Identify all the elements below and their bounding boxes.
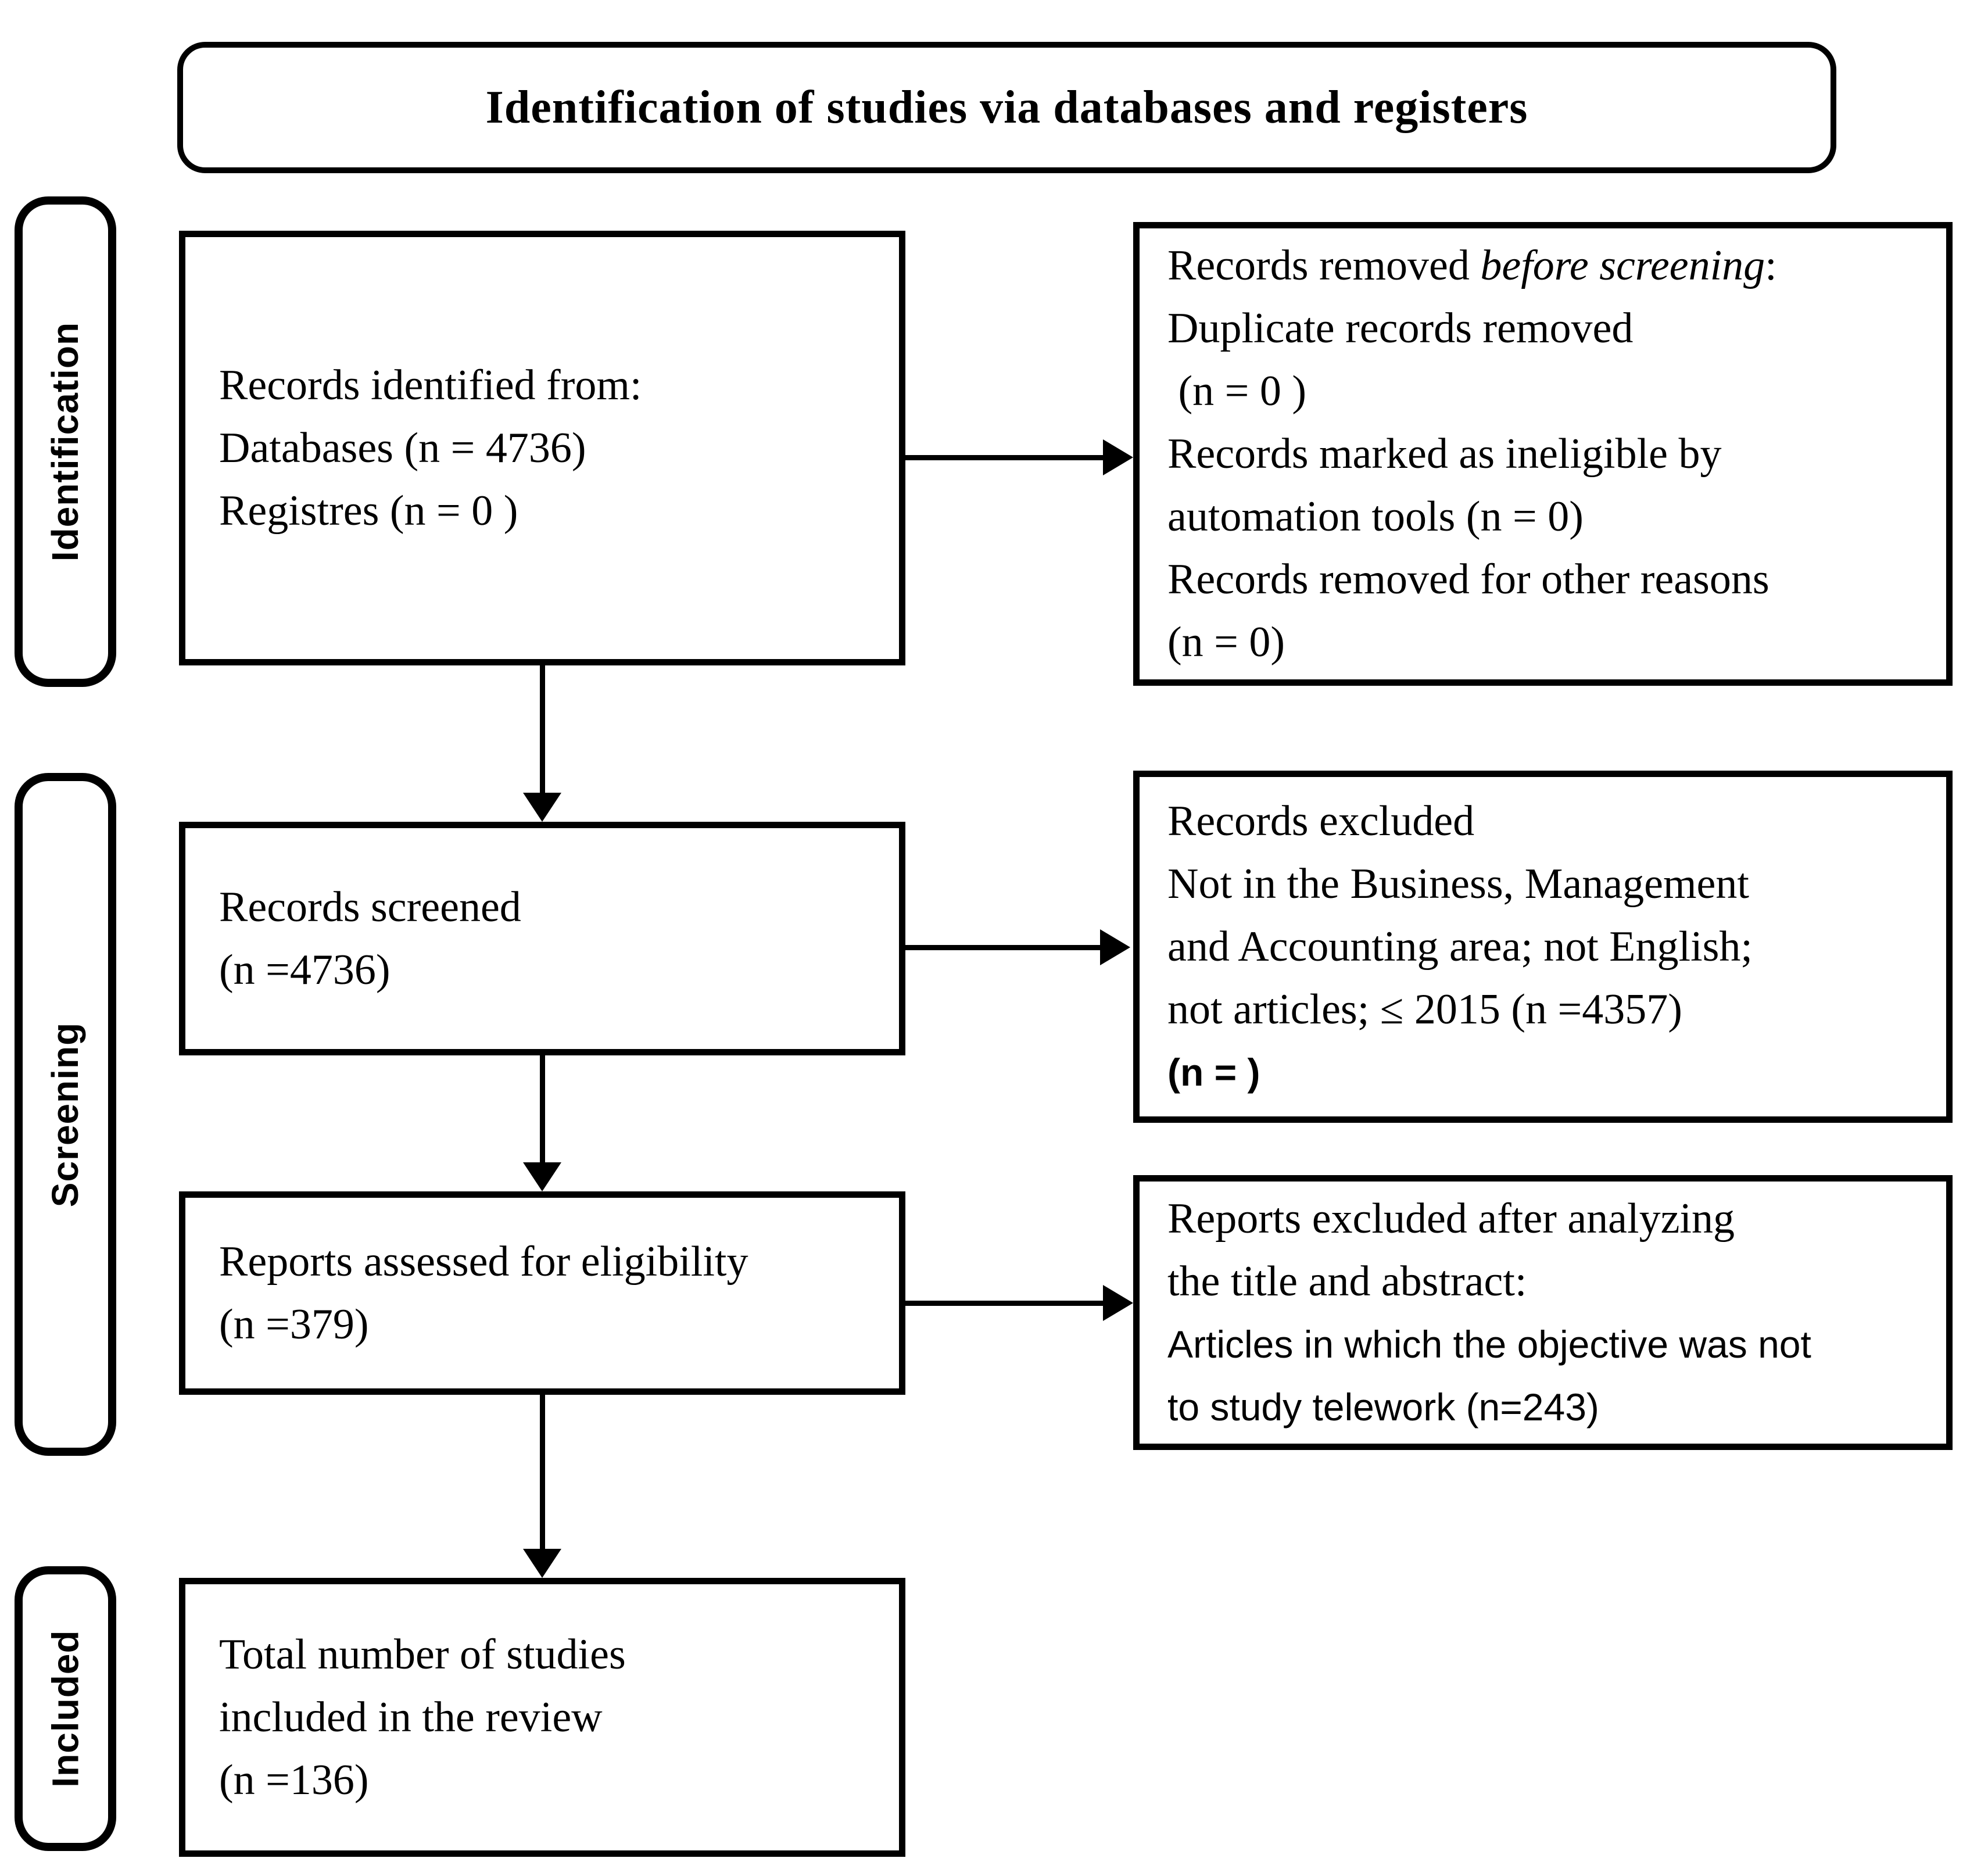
records-removed-suffix: : — [1765, 242, 1777, 289]
records-excluded-line: not articles; ≤ 2015 (n =4357) — [1167, 986, 1682, 1033]
records-removed-line-italic: Records removed before screening: — [1167, 234, 1946, 297]
records-excluded-line: and Accounting area; not English; — [1167, 923, 1753, 971]
arrow-identified-to-screened-line — [540, 665, 545, 794]
records-removed-line: Duplicate records removed — [1167, 305, 1634, 352]
arrow-screened-to-assessed-head-icon — [523, 1162, 561, 1191]
stage-box-screening: Screening — [15, 773, 116, 1456]
included-total-line: (n =136) — [219, 1756, 369, 1804]
reports-assessed-line: (n =379) — [219, 1301, 369, 1348]
arrow-screened-to-excluded-head-icon — [1100, 929, 1130, 965]
arrow-screened-to-excluded-line — [905, 945, 1101, 950]
title-banner: Identification of studies via databases … — [177, 42, 1836, 173]
box-included-total: Total number of studies included in the … — [179, 1578, 905, 1857]
stage-label-identification: Identification — [44, 321, 87, 562]
arrow-assessed-to-excluded-head-icon — [1103, 1285, 1133, 1321]
records-removed-italic: before screening — [1480, 242, 1765, 289]
box-records-excluded: Records excluded Not in the Business, Ma… — [1133, 771, 1953, 1123]
records-removed-line: Records marked as ineligible by — [1167, 430, 1722, 478]
diagram-title: Identification of studies via databases … — [485, 81, 1528, 133]
arrow-identified-to-screened-head-icon — [523, 793, 561, 822]
records-excluded-line: Records excluded — [1167, 797, 1475, 845]
records-screened-line: Records screened — [219, 883, 521, 931]
records-removed-line: (n = 0) — [1167, 618, 1285, 666]
included-total-line: Total number of studies — [219, 1631, 626, 1678]
arrow-assessed-to-excluded-line — [905, 1301, 1105, 1306]
stage-box-included: Included — [15, 1566, 116, 1851]
records-identified-line: Databases (n = 4736) — [219, 424, 586, 472]
reports-excluded-line: the title and abstract: — [1167, 1257, 1527, 1305]
records-removed-line: (n = 0 ) — [1167, 367, 1307, 415]
records-removed-line: automation tools (n = 0) — [1167, 493, 1584, 540]
arrow-identified-to-removed-head-icon — [1103, 439, 1133, 475]
reports-excluded-sans-line: to study telework (n=243) — [1167, 1385, 1599, 1429]
records-identified-line: Registres (n = 0 ) — [219, 487, 518, 535]
box-records-identified: Records identified from: Databases (n = … — [179, 231, 905, 665]
records-screened-line: (n =4736) — [219, 946, 391, 994]
box-records-removed: Records removed before screening: Duplic… — [1133, 222, 1953, 686]
reports-excluded-sans-line: Articles in which the objective was not — [1167, 1322, 1811, 1366]
box-reports-excluded: Reports excluded after analyzing the tit… — [1133, 1175, 1953, 1450]
arrow-identified-to-removed-line — [905, 455, 1105, 460]
records-identified-line: Records identified from: — [219, 361, 642, 409]
stage-label-screening: Screening — [44, 1022, 87, 1207]
included-total-line: included in the review — [219, 1694, 603, 1741]
arrow-assessed-to-included-line — [540, 1395, 545, 1550]
arrow-assessed-to-included-head-icon — [523, 1549, 561, 1578]
reports-excluded-line: Reports excluded after analyzing — [1167, 1194, 1735, 1243]
records-excluded-n-line: (n = ) — [1167, 1051, 1260, 1094]
stage-label-included: Included — [44, 1630, 87, 1788]
stage-box-identification: Identification — [15, 196, 116, 687]
arrow-screened-to-assessed-line — [540, 1055, 545, 1163]
records-removed-line: Records removed for other reasons — [1167, 556, 1770, 603]
box-reports-assessed: Reports assessed for eligibility (n =379… — [179, 1191, 905, 1395]
box-records-screened: Records screened (n =4736) — [179, 822, 905, 1055]
reports-assessed-line: Reports assessed for eligibility — [219, 1238, 748, 1286]
records-removed-prefix: Records removed — [1167, 242, 1481, 289]
records-excluded-line: Not in the Business, Management — [1167, 860, 1749, 908]
